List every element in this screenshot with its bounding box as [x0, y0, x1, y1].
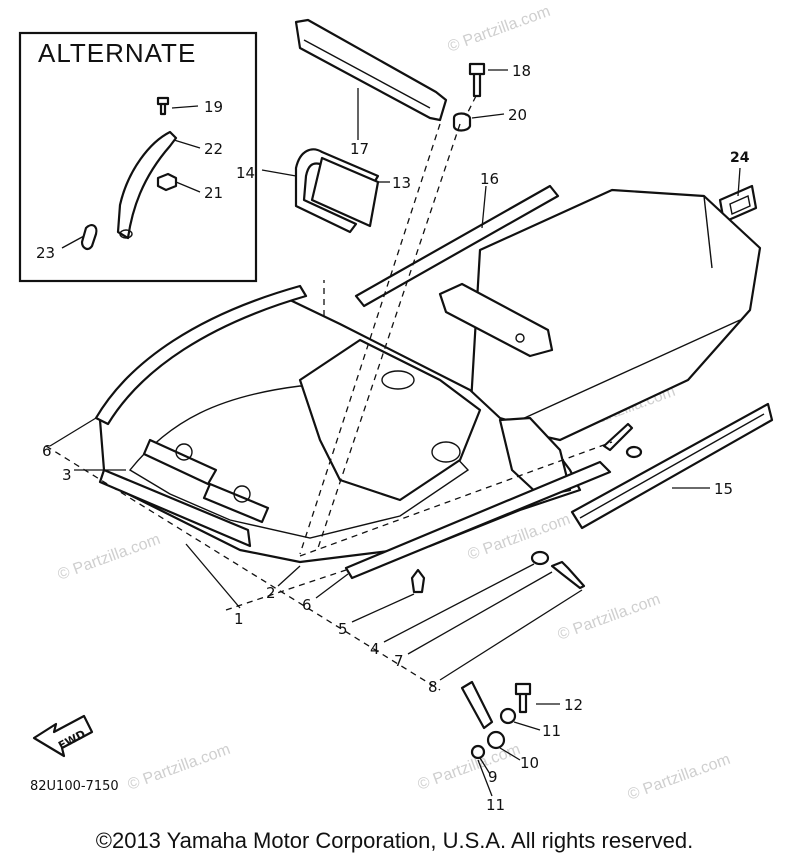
pin-top-shape	[602, 422, 634, 452]
washer-11b-shape	[470, 744, 486, 760]
callouts: 1 2 3 4 5 6 6 7 8 9 10 11 11 12 13 14 15…	[42, 62, 750, 814]
screw-8-shape	[550, 560, 586, 590]
callout-24: 24	[730, 150, 750, 166]
callout-19: 19	[204, 98, 223, 116]
callout-2: 2	[266, 584, 276, 602]
callout-1: 1	[234, 610, 244, 628]
grip-left	[142, 438, 218, 486]
callout-16: 16	[480, 170, 499, 188]
callout-12: 12	[564, 696, 583, 714]
nut-20-shape	[452, 112, 472, 132]
callout-4: 4	[370, 640, 380, 658]
nut-21-shape	[156, 172, 178, 192]
copyright-notice: ©2013 Yamaha Motor Corporation, U.S.A. A…	[95, 828, 694, 853]
callout-13: 13	[392, 174, 411, 192]
watermark-text: © Partzilla.com	[556, 591, 663, 644]
fwd-arrow: FWD	[32, 714, 94, 758]
watermark-text: © Partzilla.com	[126, 741, 233, 794]
callout-18: 18	[512, 62, 531, 80]
callout-10: 10	[520, 754, 539, 772]
watermark-text: © Partzilla.com	[626, 751, 733, 804]
bracket-9-shape	[460, 680, 494, 730]
bolt-18-shape	[468, 62, 486, 98]
callout-9: 9	[488, 768, 498, 786]
watermark-text: © Partzilla.com	[416, 741, 523, 794]
bolt-12-shape	[514, 682, 532, 714]
leader-lines	[45, 123, 741, 797]
washer-11-shape	[499, 707, 517, 725]
pad-23-shape	[80, 224, 98, 251]
callout-21: 21	[204, 184, 223, 202]
callout-3: 3	[62, 466, 72, 484]
rail-strip-16-shape	[354, 184, 560, 308]
alternate-inset: ALTERNATE 19 22 21 23	[18, 31, 258, 283]
callout-6-left: 6	[42, 442, 52, 460]
callout-6-right: 6	[302, 596, 312, 614]
spacer-10-shape	[486, 730, 506, 750]
watermark-text: © Partzilla.com	[56, 531, 163, 584]
frame-body	[98, 188, 762, 564]
rail-6-left-shape	[94, 284, 308, 426]
callout-15: 15	[714, 480, 733, 498]
callout-7: 7	[394, 652, 404, 670]
callout-11-upper: 11	[542, 722, 561, 740]
callout-14: 14	[236, 164, 255, 182]
bolt-19-shape	[156, 96, 170, 116]
callout-20: 20	[508, 106, 527, 124]
callout-11-lower: 11	[486, 796, 505, 814]
rail-6-right-shape	[344, 460, 612, 580]
rivet-5-shape	[410, 568, 426, 594]
callout-17: 17	[350, 140, 369, 158]
callout-23: 23	[36, 244, 55, 262]
grip-right	[202, 482, 270, 524]
callout-5: 5	[338, 620, 348, 638]
pad-13-shape	[310, 156, 380, 228]
bumper-3-shape	[98, 468, 252, 548]
center-console	[298, 338, 482, 502]
callout-8: 8	[428, 678, 438, 696]
guard-plate-17-shape	[294, 18, 448, 122]
watermark-text: © Partzilla.com	[446, 3, 553, 56]
diagram-code: 82U100-7150	[30, 779, 119, 794]
callout-22: 22	[204, 140, 223, 158]
washer-4-shape	[530, 550, 550, 566]
side-panel	[498, 416, 572, 498]
alternate-title: ALTERNATE	[38, 38, 196, 68]
